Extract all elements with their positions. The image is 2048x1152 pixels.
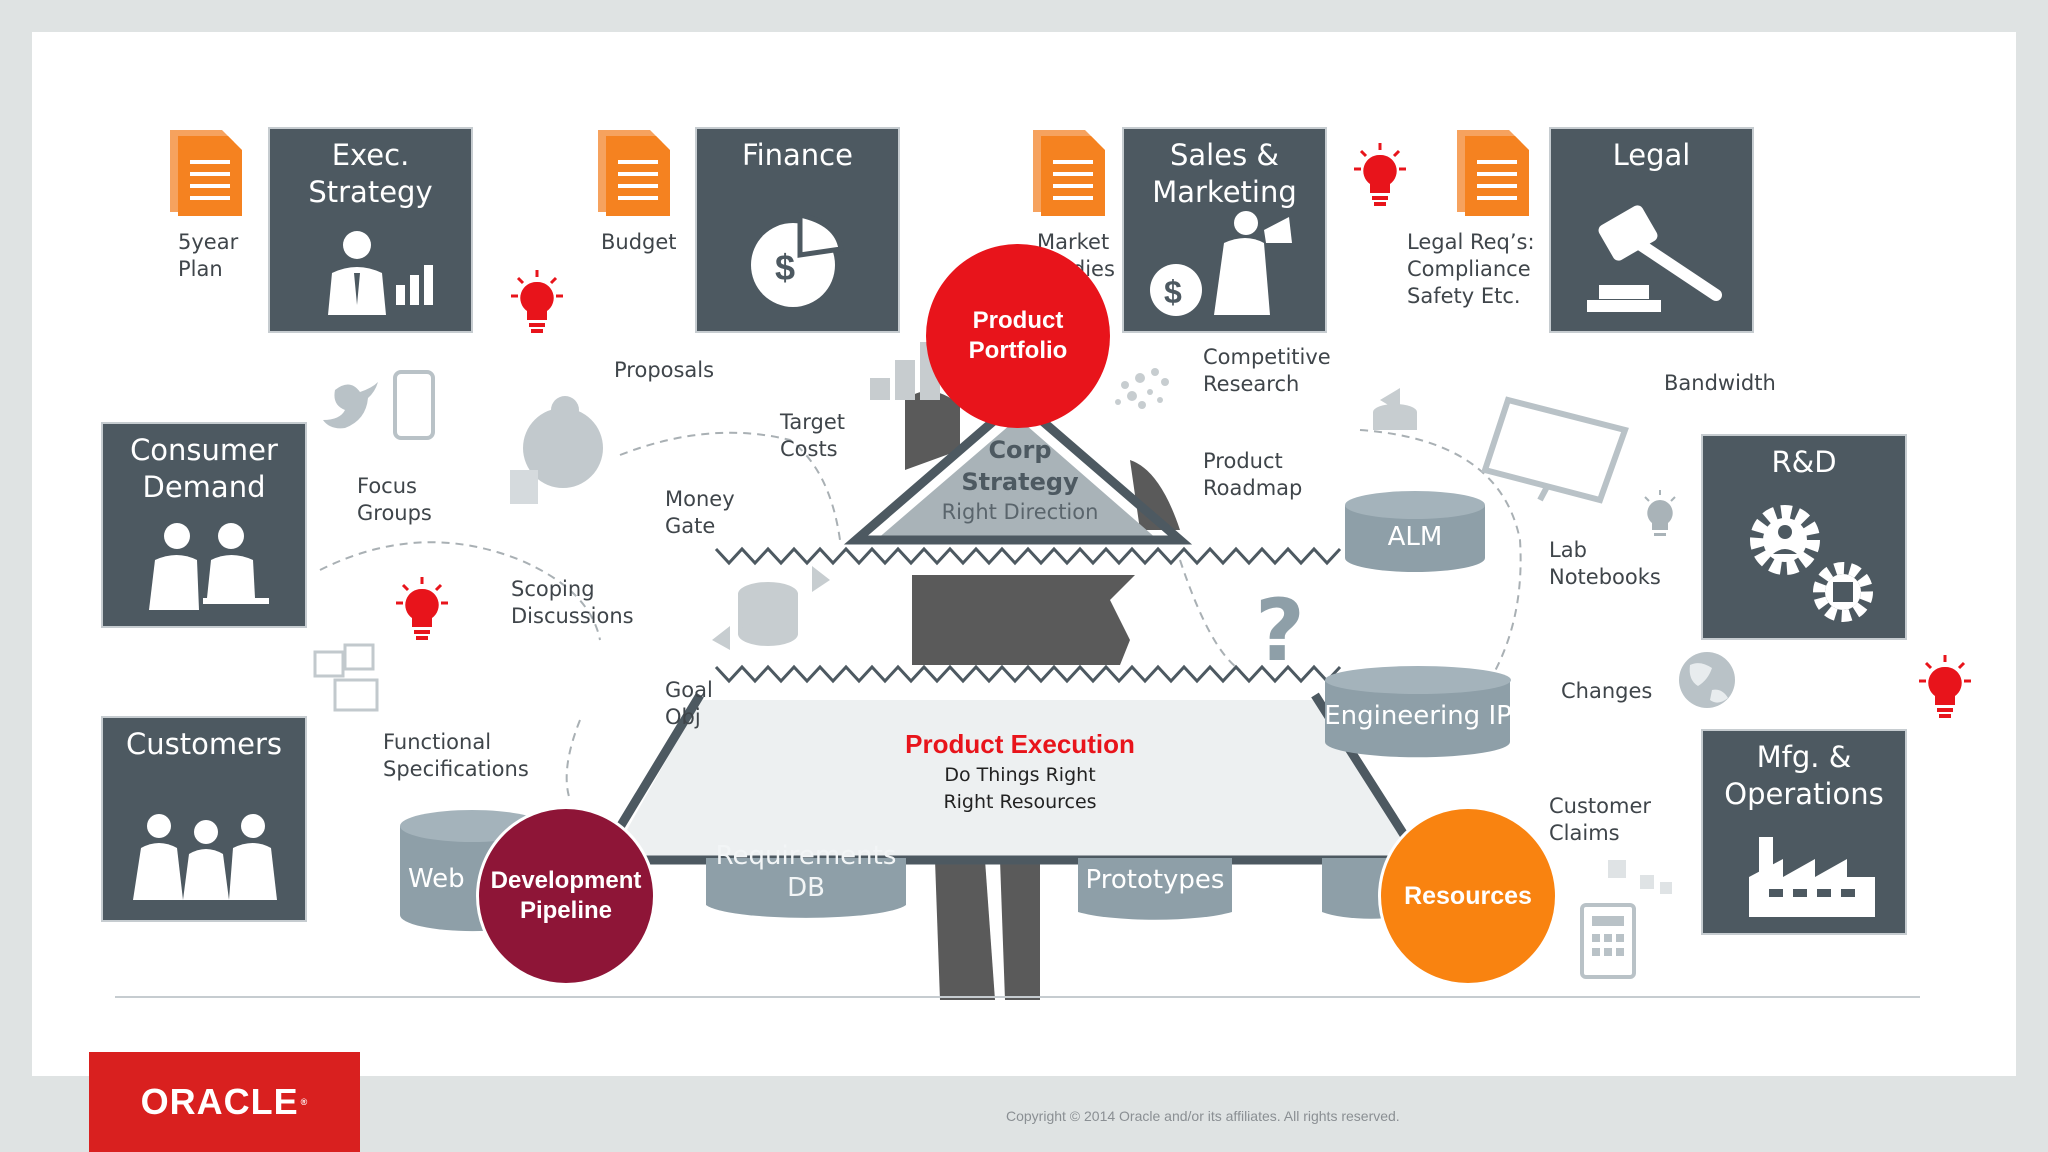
oracle-logo: ORACLE® [89,1052,360,1152]
document-icon [170,130,242,216]
product-execution-title: Product Execution [905,729,1135,759]
box-consumer-demand[interactable]: Consumer Demand [101,422,307,628]
label-goal-obj: Goal Obj [665,678,713,729]
document-icon [1457,130,1529,216]
gear-icon [1750,505,1873,622]
lightbulb-icon [1919,655,1971,718]
label-functional-specifications: Functional Specifications [383,730,529,781]
box-legal[interactable]: Legal [1549,127,1754,333]
label-changes: Changes [1561,679,1653,703]
label-budget: Budget [601,230,677,254]
lightbulb-icon [396,577,448,640]
dashed-connectors [319,429,1522,801]
zigzag-lines [714,546,1342,684]
db-alm: ALM [1387,522,1443,552]
box-consumer-demand-title: Consumer Demand [130,433,278,504]
label-five-year-plan: 5year Plan [178,230,239,281]
db-requirements: Requirements DB [715,841,897,903]
calculator-icon [1580,860,1672,979]
people-network-icon [313,643,379,712]
corp-strategy-text: Corp Strategy [961,436,1079,496]
copyright-text: Copyright © 2014 Oracle and/or its affil… [1006,1108,1400,1124]
box-sales-marketing[interactable]: Sales & Marketing $ [1122,127,1327,333]
label-competitive-research: Competitive Research [1203,345,1331,396]
lightbulb-icon [1644,490,1676,536]
database-sync-icon [712,388,1417,650]
monitor-icon [1481,396,1629,504]
resources-circle[interactable]: Resources [1378,806,1558,986]
document-icon [598,130,670,216]
db-web: Web [408,864,465,894]
db-prototypes: Prototypes [1085,865,1225,895]
label-legal-req: Legal Req’s: Compliance Safety Etc. [1407,230,1535,308]
db-engineering-ip: Engineering IP [1324,701,1512,731]
development-pipeline-circle[interactable]: Development Pipeline [476,806,656,986]
pyramid-bottom [592,692,1429,865]
label-money-gate: Money Gate [665,487,735,538]
gavel-icon [1587,205,1722,312]
factory-icon [1749,837,1875,917]
label-bandwidth: Bandwidth [1664,371,1776,395]
svg-text:$: $ [1164,274,1182,310]
product-portfolio-circle[interactable]: Product Portfolio [926,244,1110,428]
label-product-roadmap: Product Roadmap [1203,449,1303,500]
box-rnd[interactable]: R&D [1701,434,1907,640]
megaphone-dollar-icon: $ [1150,211,1292,316]
label-proposals: Proposals [614,358,715,382]
person-silhouette [905,391,1180,1000]
box-finance[interactable]: Finance $ [695,127,900,333]
box-exec-strategy[interactable]: Exec. Strategy [268,127,473,333]
box-legal-title: Legal [1612,138,1691,172]
document-icon [1033,130,1105,216]
box-exec-strategy-title: Exec. Strategy [308,138,433,209]
do-things-right-text: Do Things Right [944,764,1096,786]
label-lab-notebooks: Lab Notebooks [1549,538,1661,589]
phone-icon [393,370,435,440]
box-mfg-operations[interactable]: Mfg. & Operations [1701,729,1907,935]
box-customers[interactable]: Customers [101,716,307,922]
box-mfg-operations-title: Mfg. & Operations [1724,740,1884,811]
box-finance-title: Finance [742,138,853,172]
scatter-dots-icon [1115,368,1169,409]
question-icon: ? [1255,581,1305,681]
oracle-logo-text: ORACLE [140,1081,299,1122]
customers-group-icon [133,814,277,900]
svg-text:$: $ [775,247,795,288]
right-direction-text: Right Direction [941,500,1099,524]
label-scoping-discussions: Scoping Discussions [511,577,634,628]
globe-icon [1679,652,1735,708]
label-customer-claims: Customer Claims [1549,794,1652,845]
executive-chart-icon [328,231,433,315]
consumer-people-icon [149,523,269,610]
label-focus-groups: Focus Groups [357,474,432,525]
box-sales-marketing-title: Sales & Marketing [1152,138,1297,209]
lightbulb-icon [1354,143,1406,206]
label-target-costs: Target Costs [780,410,845,461]
twitter-icon [323,382,378,429]
right-resources-text: Right Resources [943,791,1097,813]
pie-dollar-icon: $ [751,211,844,307]
box-rnd-title: R&D [1771,445,1837,479]
lightbulb-icon [511,270,563,333]
box-customers-title: Customers [126,727,282,761]
pyramid-top [843,394,1193,545]
shopping-cart-icon [510,396,603,504]
